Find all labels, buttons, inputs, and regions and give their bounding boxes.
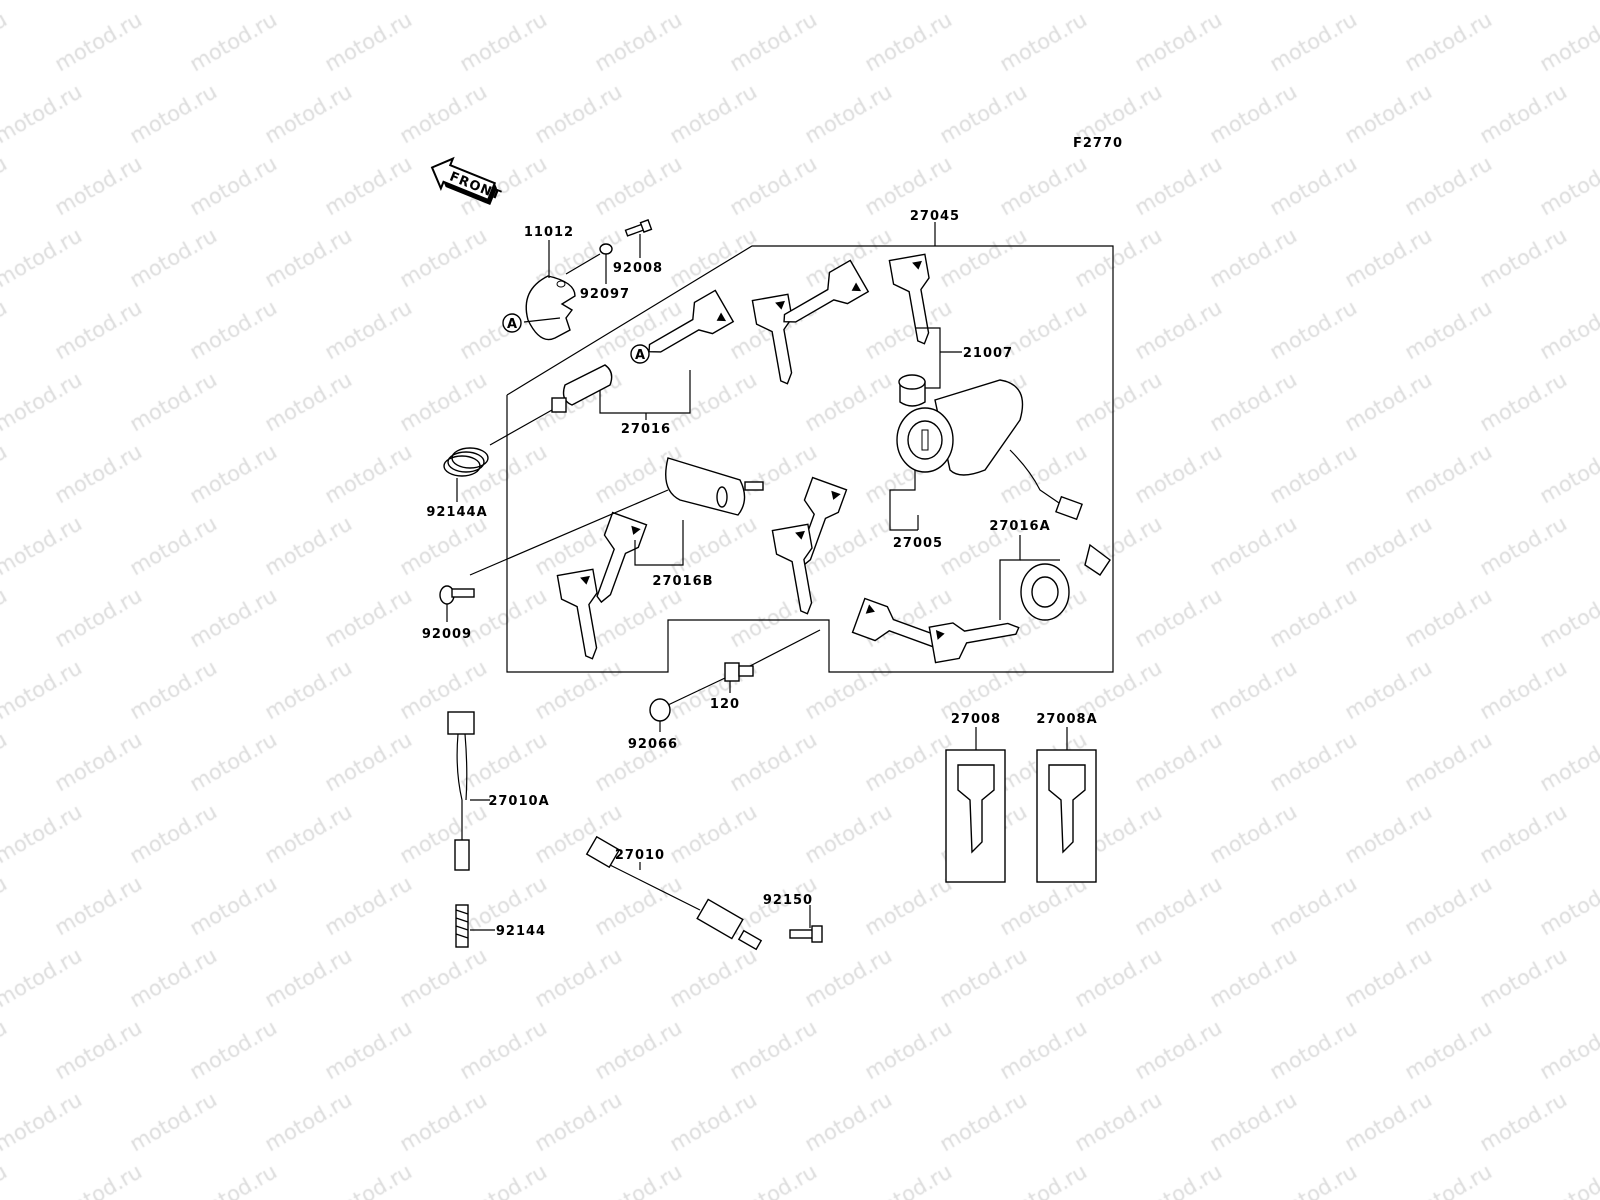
label-92144A: 92144A [426,505,487,520]
label-27010A: 27010A [488,794,549,809]
figure-code: F2770 [1073,136,1123,151]
labels: F2770 27045 11012 92008 92097 21007 2701… [422,136,1123,939]
key-icon [783,259,870,323]
screw-92150 [789,905,823,943]
label-27008: 27008 [951,712,1001,727]
nut-120 [724,629,821,693]
label-27016: 27016 [621,422,671,437]
key-icon [928,622,1020,664]
label-27045: 27045 [910,209,960,224]
label-92066: 92066 [628,737,678,752]
key-icon [596,511,648,604]
plate-11012 [523,240,601,341]
label-27008A: 27008A [1036,712,1097,727]
label-21007: 21007 [963,346,1013,361]
key-icon [888,253,930,345]
label-27016B: 27016B [652,574,713,589]
svg-text:A: A [635,348,646,363]
cap-21007 [898,327,962,407]
assembly-box-27045 [506,245,1114,673]
key-icon [771,523,813,615]
label-11012: 11012 [524,225,574,240]
key-card-27008 [945,727,1006,883]
screw-92009 [439,585,475,622]
switch-27010 [585,835,763,951]
front-arrow: FRONT [430,156,504,206]
key-icon [751,293,793,385]
label-92008: 92008 [613,261,663,276]
seat-lock-27016B [469,457,764,576]
ignition-switch-27005 [889,379,1083,531]
washer-92097 [599,243,613,284]
label-120: 120 [710,697,740,712]
washer-92066 [649,677,726,732]
spring-92144A [443,447,489,502]
key-icon [648,289,735,353]
label-92009: 92009 [422,627,472,642]
spring-92144 [455,904,495,948]
fuel-cap-lock-27016A [999,535,1111,621]
label-27010: 27010 [615,848,665,863]
reference-marker-a-1: A [502,313,522,333]
svg-text:A: A [507,317,518,332]
key-icon [556,568,598,660]
label-92144: 92144 [496,924,546,939]
label-92150: 92150 [763,893,813,908]
label-27016A: 27016A [989,519,1050,534]
keys-layer [556,253,1020,664]
bolt-92008 [624,219,653,258]
label-27005: 27005 [893,536,943,551]
label-92097: 92097 [580,287,630,302]
lock-cylinder-27016 [489,364,691,446]
switch-27010A [447,711,490,871]
key-card-27008A [1036,727,1097,883]
